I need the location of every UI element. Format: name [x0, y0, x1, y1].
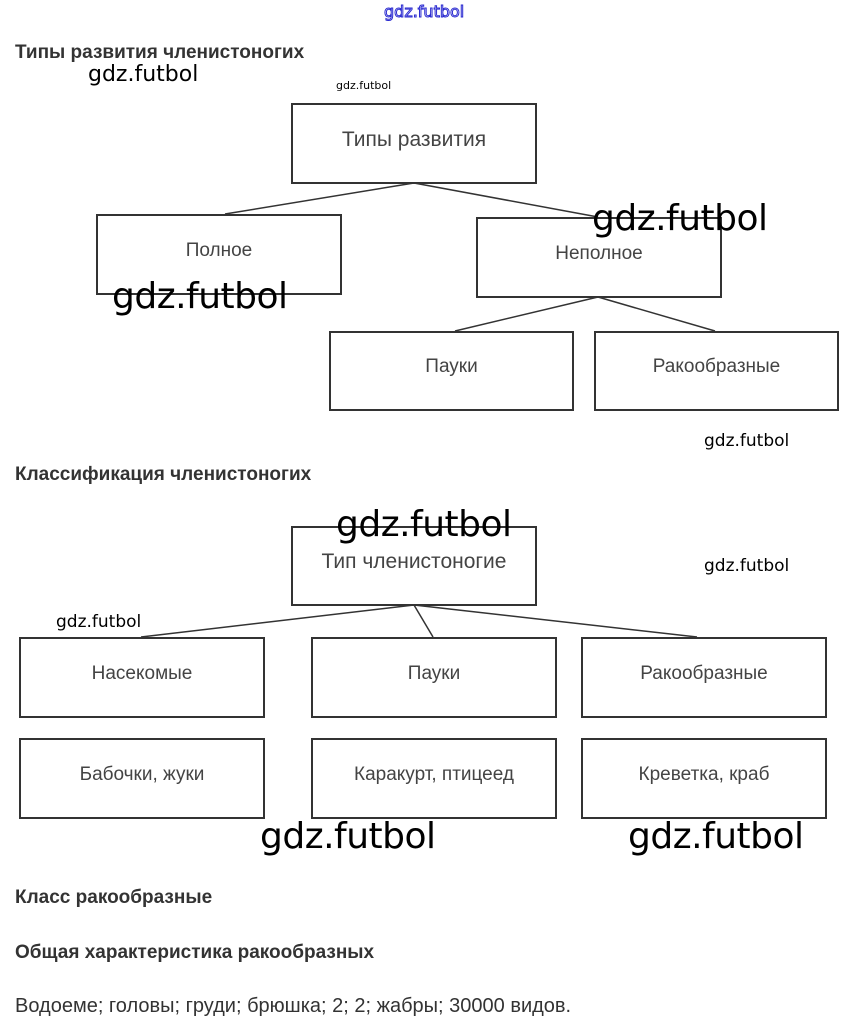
connector [454, 296, 599, 332]
node-class-crustaceans: Ракообразные [581, 637, 827, 718]
watermark: gdz.futbol [112, 276, 288, 317]
connector [597, 296, 716, 332]
node-class-spiders: Пауки [311, 637, 557, 718]
connector [413, 604, 698, 638]
node-class-insects: Насекомые [19, 637, 265, 718]
watermark: gdz.futbol [336, 79, 392, 92]
node-example-crustaceans: Креветка, краб [581, 738, 827, 819]
heading-classification: Классификация членистоногих [15, 464, 312, 485]
connector [140, 604, 415, 638]
node-arthropods: Тип членистоногие [291, 526, 537, 606]
heading-crustacean-characteristics: Общая характеристика ракообразных [15, 942, 375, 963]
node-complete: Полное [96, 214, 342, 295]
connector [413, 182, 599, 218]
answer-text: Водоеме; головы; груди; брюшка; 2; 2; жа… [15, 995, 572, 1017]
watermark: gdz.futbol [704, 431, 790, 451]
node-example-spiders: Каракурт, птицеед [311, 738, 557, 819]
node-development-types: Типы развития [291, 103, 537, 184]
connector [413, 604, 434, 638]
node-example-insects: Бабочки, жуки [19, 738, 265, 819]
watermark: gdz.futbol [88, 62, 199, 87]
watermark: gdz.futbol [56, 612, 142, 632]
watermark: gdz.futbol [336, 504, 512, 545]
watermark: gdz.futbol [704, 556, 790, 576]
heading-crustacean-class: Класс ракообразные [15, 887, 213, 908]
watermark: gdz.futbol [592, 198, 768, 239]
watermark: gdz.futbol [260, 816, 436, 857]
connector [224, 182, 415, 215]
heading-development-types: Типы развития членистоногих [15, 42, 305, 63]
node-incomplete: Неполное [476, 217, 722, 298]
node-crustaceans: Ракообразные [594, 331, 839, 411]
watermark: gdz.futbol [383, 2, 465, 22]
node-spiders: Пауки [329, 331, 574, 411]
watermark: gdz.futbol [628, 816, 804, 857]
